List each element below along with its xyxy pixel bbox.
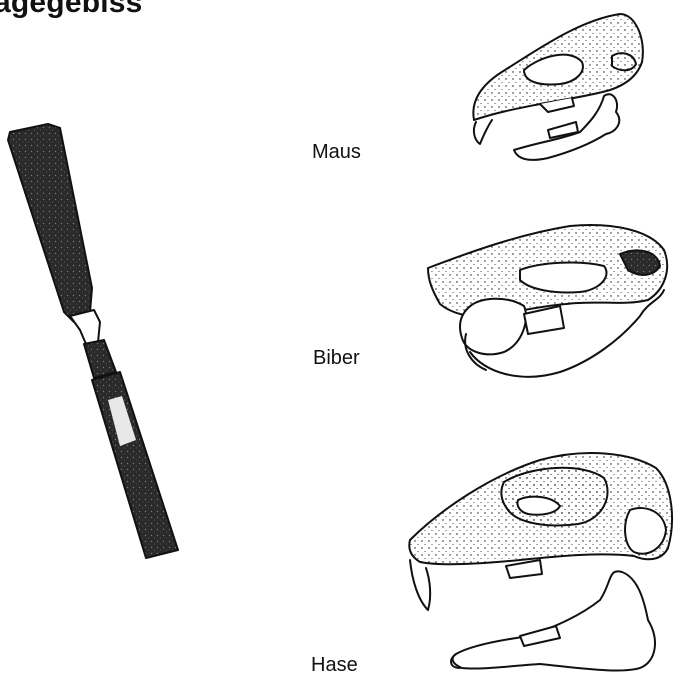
hare-skull-icon — [409, 453, 672, 671]
beaver-skull-icon — [428, 225, 667, 377]
chisel-icon — [8, 124, 178, 558]
mouse-skull-icon — [473, 14, 643, 160]
